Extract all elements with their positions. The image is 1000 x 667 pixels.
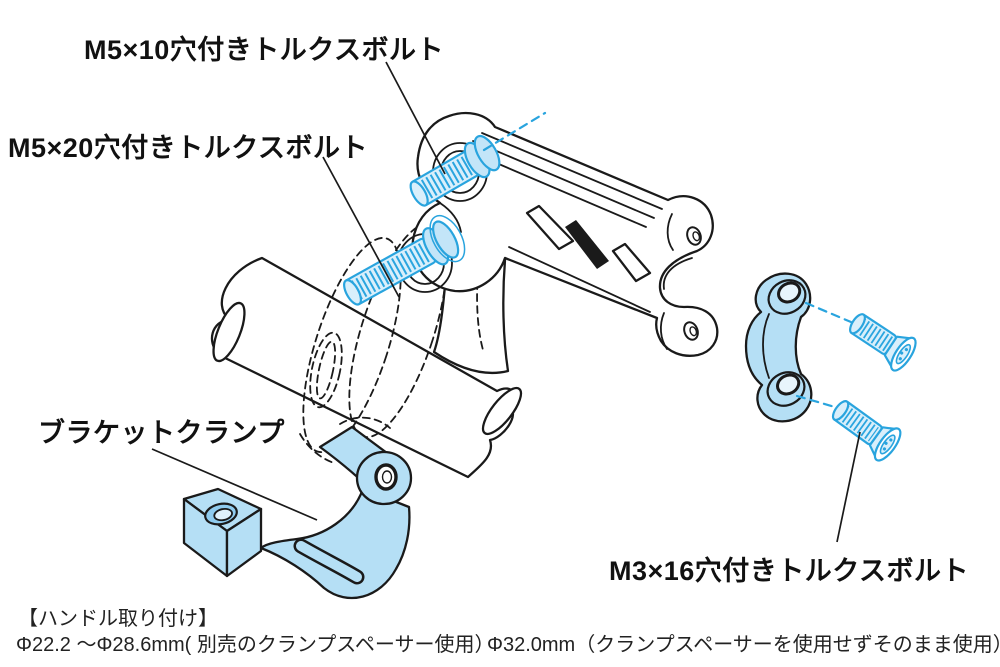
- bolt-m5x10: [409, 111, 547, 207]
- footer-spec-direct: Φ32.0mm（クランプスペーサーを使用せずそのまま使用）: [487, 634, 1000, 656]
- hidden-clamp-slot: [309, 331, 343, 409]
- callout-bracket-clamp: ブラケットクランプ: [38, 418, 285, 448]
- footer-heading: 【ハンドル取り付け】: [18, 608, 218, 630]
- footer-spec-spacer: Φ22.2 ～Φ28.6mm( 別売のクランプスペーサー使用）: [16, 634, 495, 656]
- callout-bolt-m5x20: M5×20穴付きトルクスボルト: [8, 133, 368, 163]
- callout-bolt-m3x16: M3×16穴付きトルクスボルト: [609, 556, 969, 586]
- axis-guide-upper-bolt: [804, 301, 853, 324]
- callout-bolt-m5x10: M5×10穴付きトルクスボルト: [84, 35, 444, 65]
- axis-guide-lower-bolt: [795, 394, 837, 409]
- leader-lines: [151, 61, 861, 543]
- fork-hole-lower: [683, 321, 699, 341]
- bracket-clamp-block: [182, 487, 263, 578]
- bolt-m3x16-lower: [831, 400, 902, 462]
- bracket-clamp-hook: [259, 487, 411, 600]
- fork-hole-upper: [686, 226, 702, 246]
- handlebar-tube: [210, 256, 523, 479]
- bracket-clamp-part: [182, 416, 413, 600]
- tube-break-left: [212, 301, 246, 363]
- clamp-cap-assembly: [744, 272, 917, 462]
- bracket-clamp-hinge: [355, 450, 413, 506]
- brand-logo-mark: [565, 220, 609, 269]
- tube-break-right: [481, 386, 523, 436]
- bolt-m3x16-upper: [849, 313, 917, 372]
- bolt-m5x20: [343, 214, 466, 306]
- axis-guide-top: [482, 111, 547, 152]
